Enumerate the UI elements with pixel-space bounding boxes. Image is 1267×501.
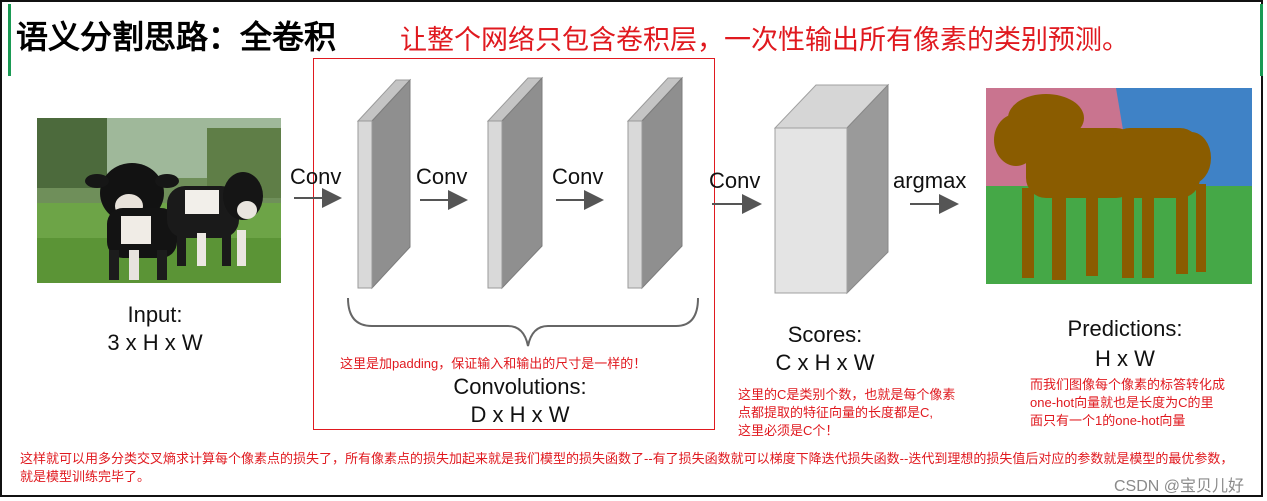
predictions-note: 而我们图像每个像素的标答转化成 one-hot向量就也是长度为C的里 面只有一个… xyxy=(1030,377,1226,428)
arrow-conv-2-label: Conv xyxy=(416,164,468,189)
bottom-explanation: 这样就可以用多分类交叉熵求计算每个像素点的损失了，所有像素点的损失加起来就是我们… xyxy=(20,451,1234,484)
arrow-conv-4-label: Conv xyxy=(709,168,761,193)
predictions-dims: H x W xyxy=(1095,346,1155,371)
scores-block xyxy=(773,83,890,295)
prediction-segmentation-image xyxy=(986,88,1252,284)
predictions-label: Predictions: xyxy=(1067,316,1183,341)
conv-layer-1 xyxy=(356,78,412,290)
convolutions-highlight-box xyxy=(313,58,715,430)
convolutions-dims: D x H x W xyxy=(470,402,570,427)
scores-note: 这里的C是类别个数，也就是每个像素 点都提取的特征向量的长度都是C, 这里必须是… xyxy=(738,387,956,438)
watermark: CSDN @宝贝儿好 xyxy=(1114,478,1245,495)
convolutions-brace xyxy=(347,297,699,347)
conv-layer-3 xyxy=(626,76,684,290)
padding-note: 这里是加padding，保证输入和输出的尺寸是一样的！ xyxy=(340,356,647,371)
title-accent-left xyxy=(8,4,11,76)
conv-layer-2 xyxy=(486,76,544,290)
arrow-conv-1-label: Conv xyxy=(290,164,342,189)
scores-label: Scores: xyxy=(787,322,863,347)
scores-dims: C x H x W xyxy=(775,350,875,375)
convolutions-label: Convolutions: xyxy=(453,374,587,399)
input-dims: 3 x H x W xyxy=(107,330,203,355)
title-accent-right xyxy=(1260,4,1263,76)
arrow-conv-3-label: Conv xyxy=(552,164,604,189)
input-cow-photo xyxy=(37,118,281,283)
arrow-argmax-label: argmax xyxy=(893,168,967,193)
input-label: Input: xyxy=(127,302,183,327)
slide-subtitle: 让整个网络只包含卷积层，一次性输出所有像素的类别预测。 xyxy=(400,25,1129,55)
slide-title: 语义分割思路：全卷积 xyxy=(16,19,337,55)
